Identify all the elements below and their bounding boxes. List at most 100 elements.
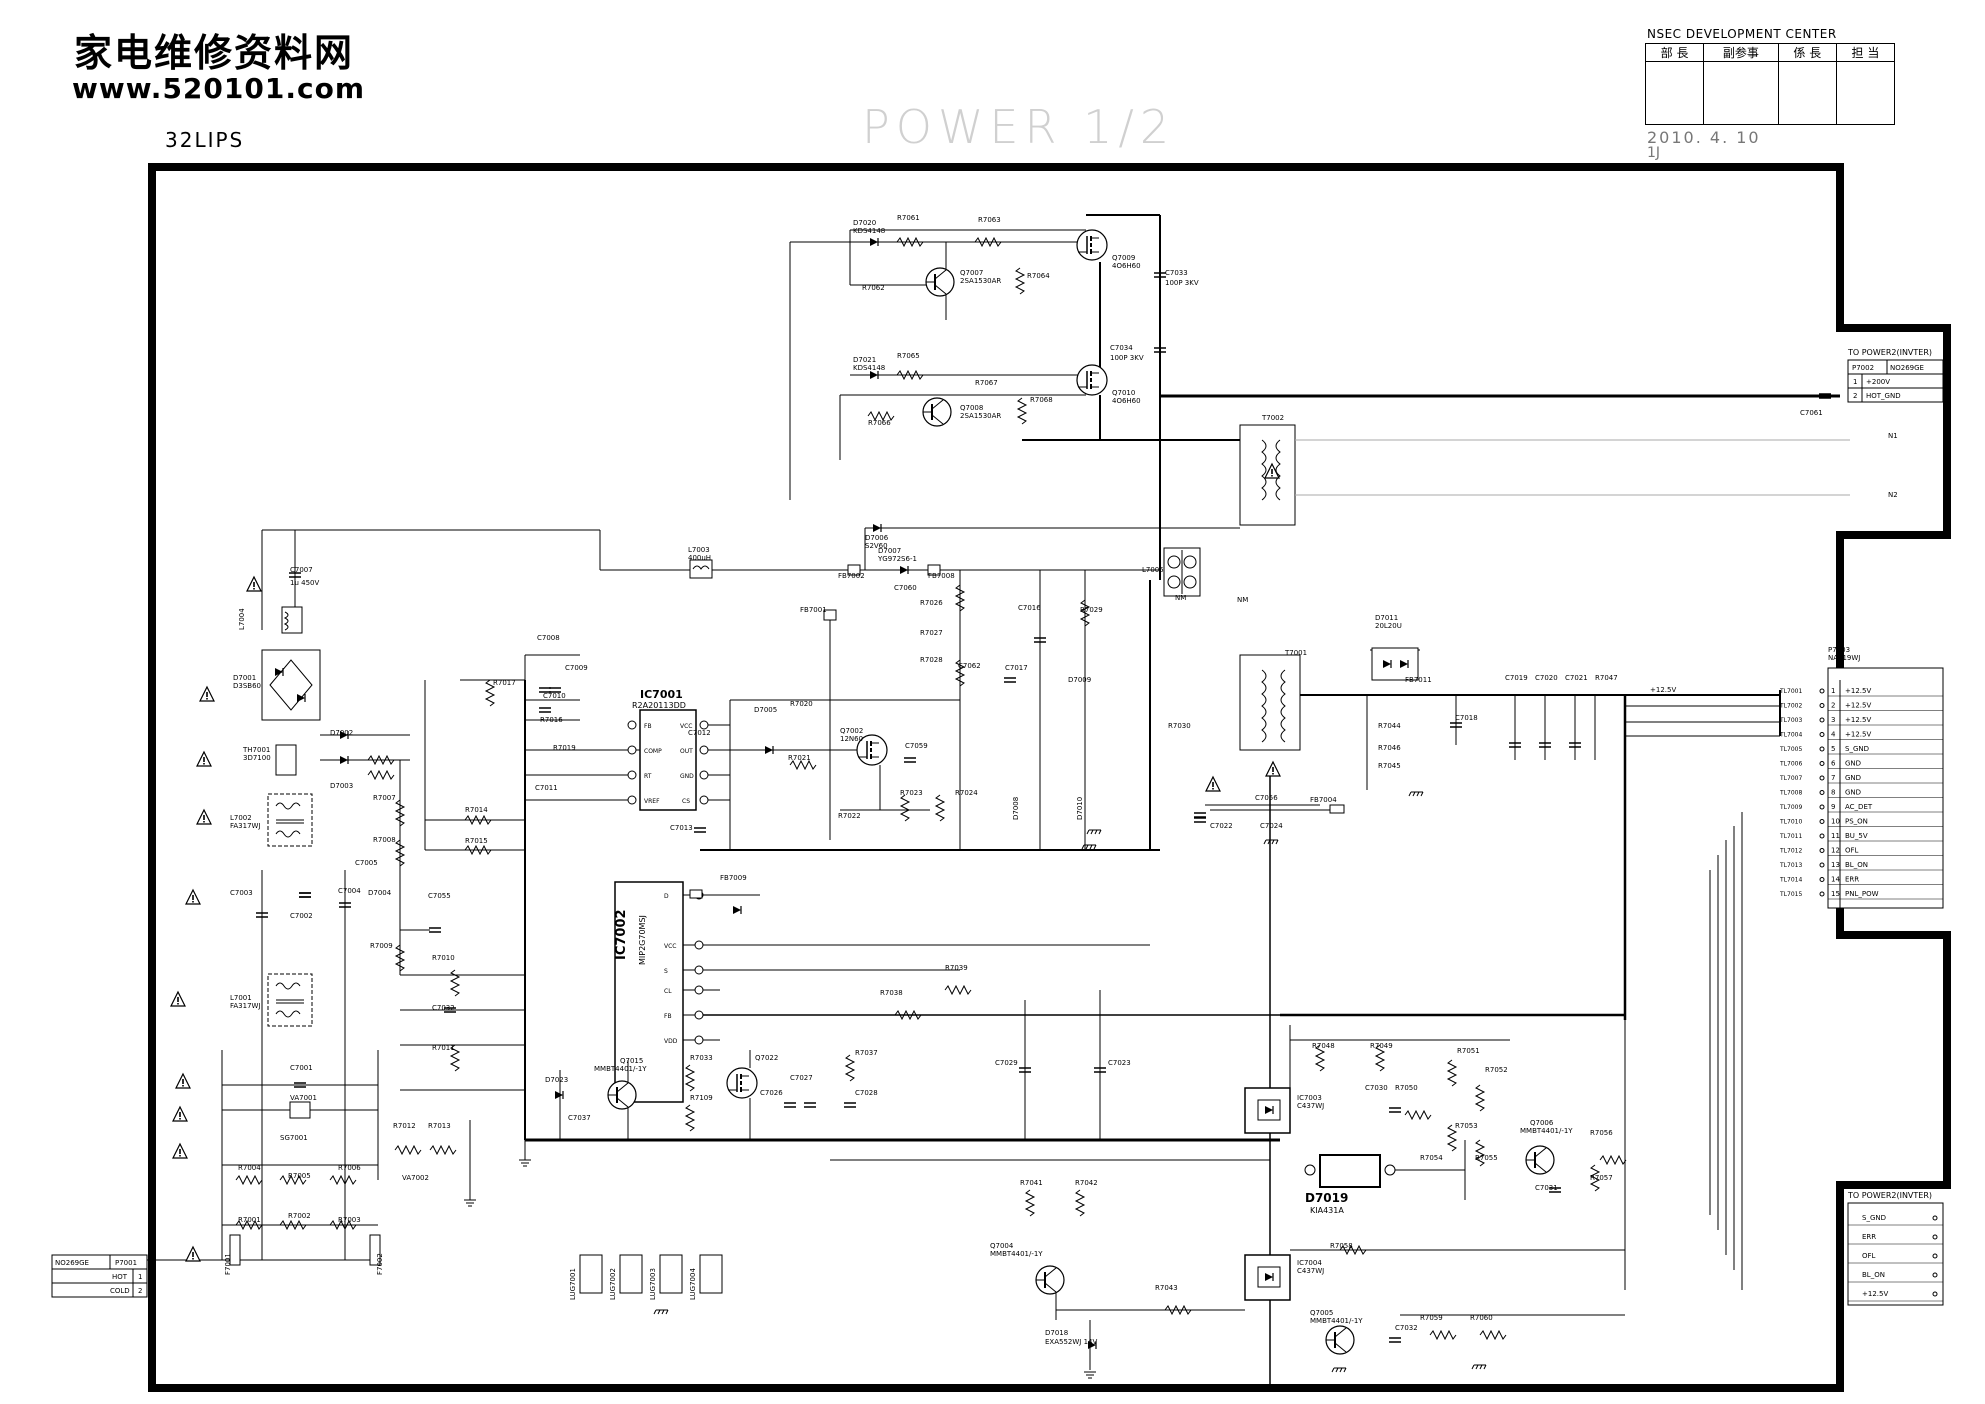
approval-col-3: 係 長 [1777,43,1837,62]
ic7001-pin-gnd: GND [680,773,694,780]
p7003-pin-num: 15 [1831,890,1840,898]
label-r7028: R7028 [920,656,943,664]
test-point-label: TL7004 [1779,732,1802,739]
connector-p7002: TO POWER2(INVTER) P7002 NO269GE 1 +200V … [1847,348,1944,403]
transistor-labels: Q7007 2SA1530AR Q7008 2SA1530AR Q7009 4O… [594,254,1573,1325]
label-r7039: R7039 [945,964,968,972]
p7003-pin-num: 2 [1831,702,1835,710]
label-q7002: Q7002 [840,727,863,735]
label-d7011: D7011 [1375,614,1398,622]
label-t7001: T7001 [1284,649,1307,657]
test-point-label: TL7006 [1779,761,1802,768]
label-c7007-value: 1u 450V [290,579,319,587]
label-va7001: VA7001 [290,1094,317,1102]
label-c7034: C7034 [1110,344,1133,352]
p7002-title: TO POWER2(INVTER) [1847,348,1932,357]
label-c7060: C7060 [894,584,917,592]
label-r7041: R7041 [1020,1179,1043,1187]
label-l7003-value: 400uH [688,554,711,562]
label-rail-12v5: +12.5V [1650,686,1676,694]
label-r7024: R7024 [955,789,978,797]
label-d7006: D7006 [865,534,889,542]
p7003-pin-num: 4 [1831,731,1836,739]
label-fb7011: FB7011 [1405,676,1432,684]
label-d7010: D7010 [1076,797,1084,820]
label-fb7004: FB7004 [1310,796,1337,804]
label-c7032b: C7032 [1395,1324,1418,1332]
p7003-pin-num: 11 [1831,832,1840,840]
label-ic7003-part: C437WJ [1297,1102,1324,1110]
p7003-pin-signal: GND [1845,774,1861,782]
label-r7067: R7067 [975,379,998,387]
p7002-ref: P7002 [1852,364,1874,372]
test-point-marker [1819,703,1825,708]
component-labels: D7020 KDS4148 R7061 R7063 R7064 R7062 C7… [224,214,1898,1346]
label-r7056: R7056 [1590,1129,1613,1137]
label-c7004: C7004 [338,887,361,895]
p7002b-signal: +12.5V [1862,1290,1888,1298]
test-point-label: TL7008 [1779,790,1802,797]
test-point-label: TL7005 [1779,746,1802,753]
test-point-marker [1819,790,1825,795]
label-q7008-part: 2SA1530AR [960,412,1001,420]
p7003-pin-signal: GND [1845,789,1861,797]
ic-labels: IC7001 R2A20113DD FB COMP RT VREF VCC OU… [614,688,1348,1275]
label-l7004: L7004 [238,608,246,630]
label-c7011: C7011 [535,784,558,792]
label-r7017: R7017 [493,679,516,687]
label-c7034-value: 100P 3KV [1110,354,1144,362]
label-d7007-value: YG972S6-1 [877,555,917,563]
label-r7009: R7009 [370,942,393,950]
label-r7007: R7007 [373,794,396,802]
ac-input-filter [146,529,600,1266]
p7003-pin-signal: ERR [1845,876,1859,884]
label-kds4148-a: KDS4148 [853,227,885,235]
p7003-pin-num: 6 [1831,760,1836,768]
label-t7002: T7002 [1261,414,1284,422]
label-r7049: R7049 [1370,1042,1393,1050]
ic7002-pin-cl: CL [664,988,672,995]
label-c7061: C7061 [1800,409,1823,417]
label-r7066: R7066 [868,419,891,427]
label-c7018: C7018 [1455,714,1478,722]
test-point-marker [1819,804,1825,810]
label-d7018-value: EXA552WJ 14V [1045,1338,1097,1346]
label-c7033: C7033 [1165,269,1188,277]
p7003-part: NA619WJ [1828,654,1860,662]
label-c7003: C7003 [230,889,253,897]
label-r7019: R7019 [553,744,576,752]
label-c7031: C7031 [1535,1184,1558,1192]
test-point-marker [1819,775,1825,781]
label-r7042: R7042 [1075,1179,1098,1187]
test-point-label: TL7013 [1779,862,1802,869]
label-c7029: C7029 [995,1059,1018,1067]
label-c7021: C7021 [1565,674,1588,682]
p7002-pin1-sig: +200V [1866,378,1890,386]
label-c7026: C7026 [760,1089,783,1097]
test-point-marker [1819,833,1825,839]
label-q7002-part: 12N60 [840,735,863,743]
label-r7053: R7053 [1455,1122,1478,1130]
label-c7062: C7062 [958,662,981,670]
p7003-pin-signal: PS_ON [1845,818,1868,826]
label-c7027: C7027 [790,1074,813,1082]
label-fb7008: FB7008 [928,572,955,580]
label-c7030: C7030 [1365,1084,1388,1092]
label-q7004: Q7004 [990,1242,1014,1250]
label-c7016: C7016 [1018,604,1041,612]
label-r7020: R7020 [790,700,813,708]
label-q7015-part: MMBT4401/-1Y [594,1065,647,1073]
label-d7001: D7001 [233,674,256,682]
p7001-ref: P7001 [115,1259,137,1267]
test-point-label: TL7012 [1779,848,1802,855]
label-d7023: D7023 [545,1076,568,1084]
label-r7011: R7011 [432,1044,455,1052]
p7002-part: NO269GE [1890,364,1924,372]
p7003-ref: P7003 [1828,646,1850,654]
label-r7054: R7054 [1420,1154,1443,1162]
label-q7022: Q7022 [755,1054,778,1062]
choke-l7005 [1163,547,1201,597]
test-point-label: TL7009 [1779,804,1802,811]
label-d7019-part: KIA431A [1310,1206,1344,1215]
transformer-t7002 [1239,424,1850,526]
